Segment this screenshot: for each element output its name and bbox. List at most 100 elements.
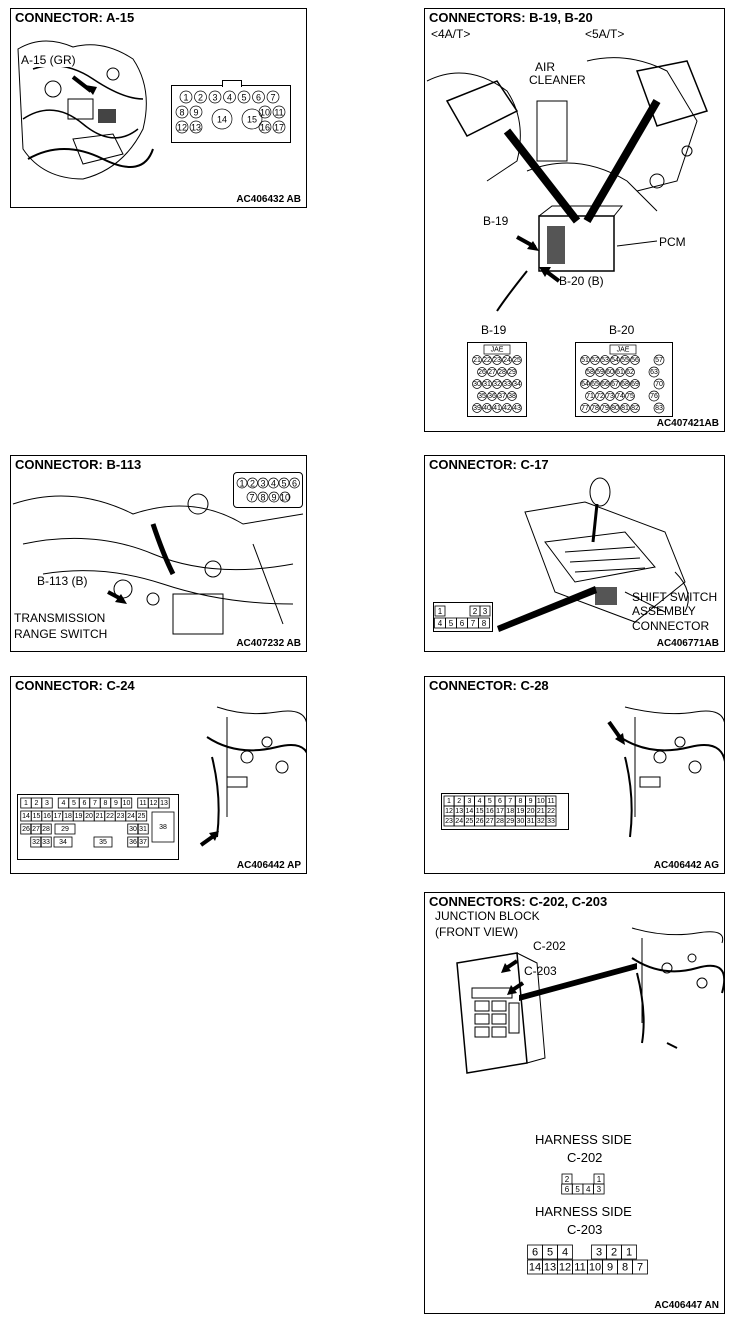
junction-block-illustration — [456, 927, 724, 1074]
pin-number: 33 — [42, 839, 50, 846]
pin-number: 9 — [114, 800, 118, 807]
callout-b20: B-20 (B) — [559, 274, 604, 288]
pin-number: 31 — [483, 381, 491, 388]
pin-cell — [478, 617, 490, 629]
pin-number: 33 — [503, 381, 511, 388]
pin-cell — [593, 1183, 605, 1195]
pin-cell — [258, 120, 272, 134]
pin-number: 13 — [160, 800, 168, 807]
pin-number: 77 — [581, 405, 589, 412]
pin-number: 15 — [476, 808, 484, 815]
panel-title: CONNECTORS: B-19, B-20 — [429, 10, 593, 25]
b19-connector-name: B-19 — [481, 323, 507, 337]
pin-number: 26 — [22, 826, 30, 833]
pin-cell — [236, 477, 248, 489]
pin-cell — [135, 810, 148, 822]
engine-illustration — [426, 57, 709, 312]
pin-cell — [600, 403, 610, 413]
jae-box — [609, 344, 637, 355]
pin-number: 21 — [96, 813, 104, 820]
pin-cell — [272, 105, 286, 119]
pin-cell — [20, 823, 32, 835]
pin-number: 29 — [508, 369, 516, 376]
c17-label-1: SHIFT SWITCH — [632, 590, 718, 604]
pin-cell — [246, 491, 258, 503]
pin-number: 40 — [483, 405, 491, 412]
pin-cell — [630, 355, 640, 365]
pin-number: 30 — [473, 381, 481, 388]
pin-cell — [472, 355, 482, 365]
pin-number: 1 — [438, 607, 443, 616]
dash-harness-illustration — [607, 706, 724, 838]
pin-cell — [492, 379, 502, 389]
pin-number: 15 — [33, 813, 41, 820]
c203-name: C-203 — [567, 1222, 603, 1237]
pin-number: 7 — [93, 800, 97, 807]
pin-number: 9 — [271, 493, 276, 503]
pin-number: 27 — [486, 818, 494, 825]
pin-number: 1 — [597, 1175, 602, 1184]
pin-number: 28 — [42, 826, 50, 833]
pin-number: 20 — [85, 813, 93, 820]
jae-label: JAE — [617, 347, 630, 354]
pin-cell — [605, 367, 615, 377]
pin-number: 14 — [217, 115, 227, 125]
pin-number: 6 — [565, 1185, 570, 1194]
pin-cell — [241, 108, 263, 130]
pin-cell — [580, 403, 590, 413]
pin-number: 2 — [35, 800, 39, 807]
pin-cell — [605, 391, 615, 401]
pin-number: 11 — [547, 798, 554, 805]
figure-code: AC406432 AB — [236, 194, 301, 205]
pin-cell — [482, 355, 492, 365]
pin-cell — [630, 379, 640, 389]
panel-connector-b19-b20: CONNECTORS: B-19, B-20 <4A/T> <5A/T> AIR… — [424, 8, 725, 432]
pin-cell — [54, 823, 76, 835]
pin-cell — [127, 823, 139, 835]
pin-cell — [620, 355, 630, 365]
pin-number: 14 — [466, 808, 474, 815]
pin-cell — [482, 403, 492, 413]
pin-number: 37 — [498, 393, 506, 400]
pin-cell — [472, 403, 482, 413]
pin-number: 62 — [626, 369, 634, 376]
pin-number: 5 — [449, 619, 454, 628]
pin-number: 41 — [493, 405, 501, 412]
pin-number: 7 — [249, 493, 254, 503]
pin-number: 1 — [24, 800, 28, 807]
pin-cell — [40, 823, 52, 835]
figure-code: AC406442 AP — [236, 860, 301, 871]
pin-number: 31 — [139, 826, 147, 833]
pin-number: 9 — [193, 108, 198, 118]
pcm-label: PCM — [659, 235, 686, 249]
pin-number: 76 — [650, 393, 658, 400]
pin-cell — [590, 403, 600, 413]
figure-code: AC406771AB — [656, 638, 719, 649]
pin-number: 5 — [488, 798, 492, 805]
jae-label: JAE — [491, 347, 504, 354]
pin-number: 24 — [455, 818, 463, 825]
panel-title: CONNECTOR: C-24 — [15, 678, 135, 693]
pin-number: 28 — [496, 818, 504, 825]
pin-number: 35 — [99, 839, 107, 846]
pin-cell — [653, 402, 665, 414]
pin-cell — [615, 391, 625, 401]
pin-number: 83 — [655, 405, 663, 412]
figure-code: AC406442 AG — [653, 860, 719, 871]
pin-cell — [615, 367, 625, 377]
pin-cell — [30, 823, 42, 835]
pin-number: 6 — [532, 1247, 538, 1259]
pin-number: 4 — [478, 798, 482, 805]
pin-cell — [497, 367, 507, 377]
pin-cell — [40, 836, 52, 848]
front-view-label: (FRONT VIEW) — [435, 925, 519, 939]
pin-number: 38 — [159, 824, 167, 831]
figure-code: AC406447 AN — [654, 1300, 719, 1311]
pin-number: 80 — [611, 405, 619, 412]
pin-number: 39 — [473, 405, 481, 412]
pin-number: 14 — [22, 813, 30, 820]
pin-number: 2 — [457, 798, 461, 805]
pin-cell — [600, 355, 610, 365]
pin-number: 21 — [537, 808, 545, 815]
